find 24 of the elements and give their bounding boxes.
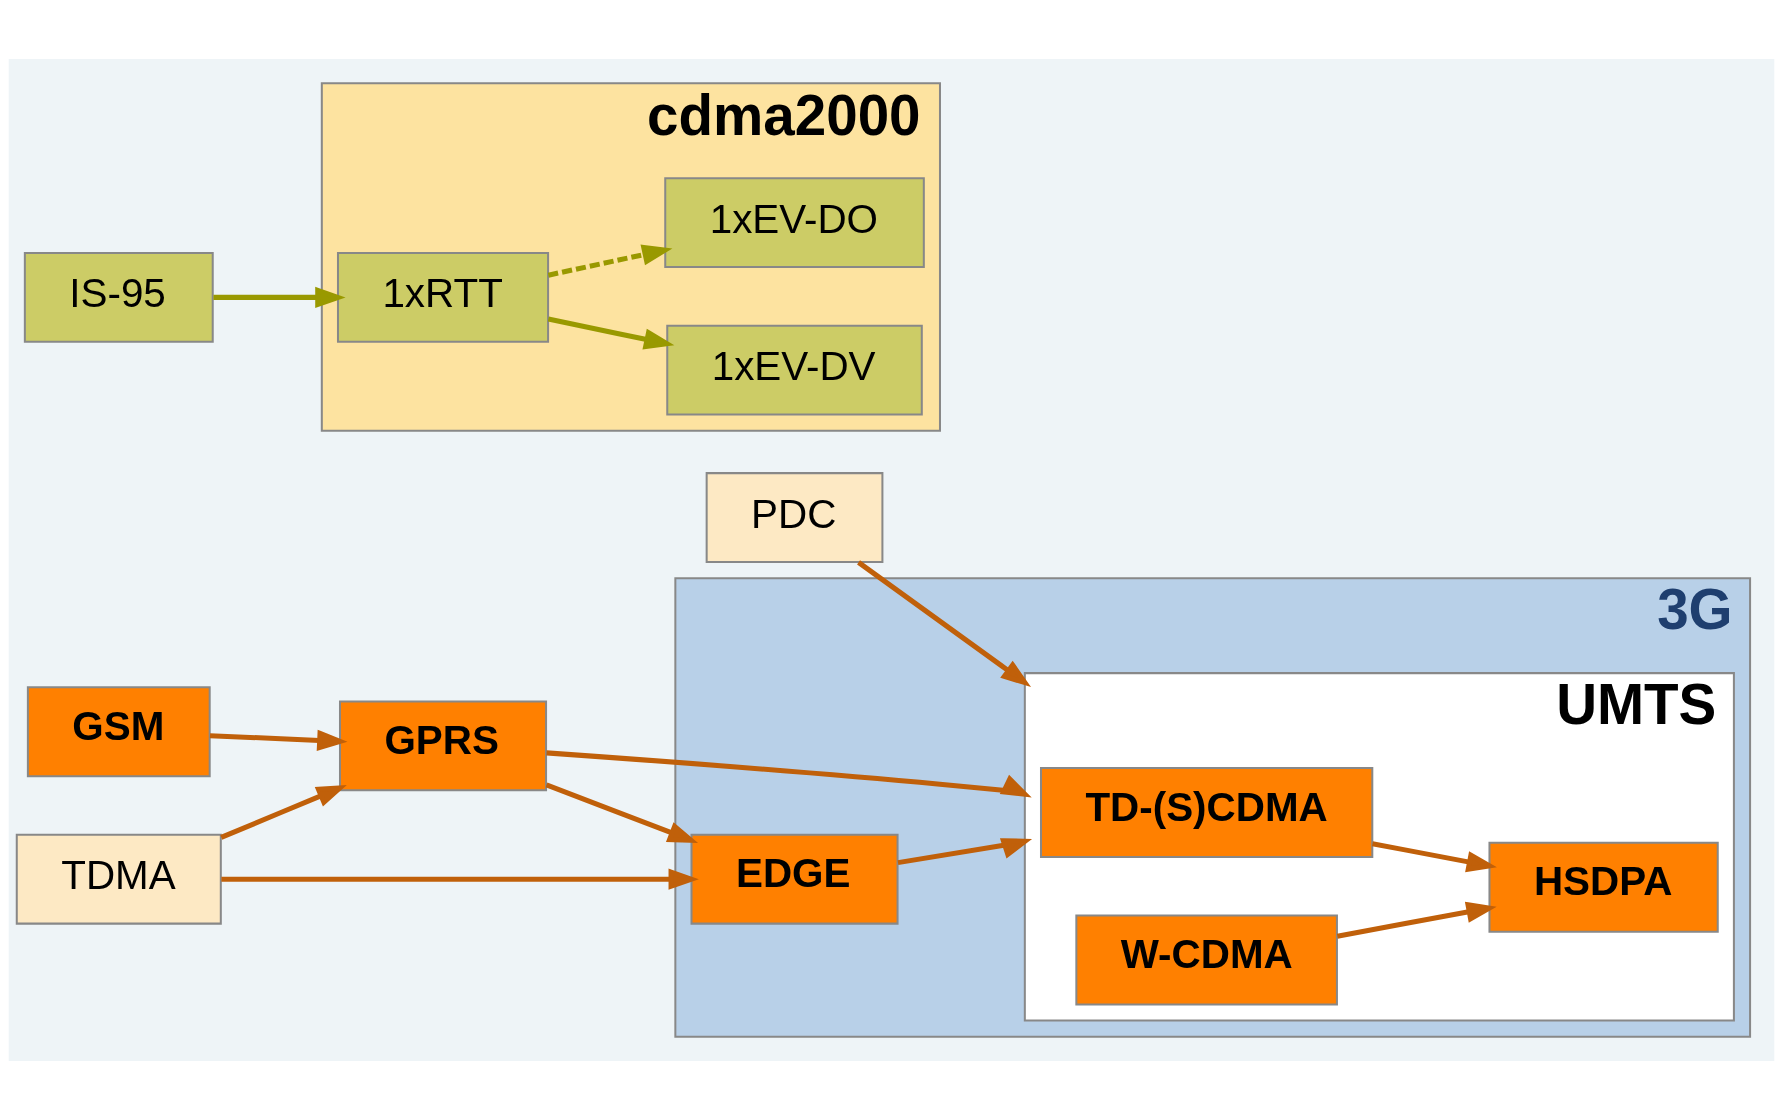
- arrow: [547, 243, 673, 278]
- node-box: EDGE: [690, 833, 899, 925]
- node-box: 1xEV-DO: [664, 176, 925, 268]
- arrow: [547, 316, 675, 350]
- node-box: 1xEV-DV: [666, 324, 923, 416]
- node-box: IS-95: [23, 251, 214, 343]
- arrow: [209, 729, 348, 751]
- node-box: W-CDMA: [1075, 914, 1338, 1005]
- node-box: HSDPA: [1488, 841, 1719, 933]
- arrow: [1372, 840, 1497, 872]
- node-box: GPRS: [339, 699, 548, 791]
- arrow: [546, 749, 1032, 798]
- arrow: [545, 781, 699, 843]
- arrow: [897, 837, 1033, 865]
- arrow: [221, 868, 699, 890]
- arrow: [857, 559, 1032, 687]
- arrow: [1336, 901, 1497, 939]
- node-box: TDMA: [15, 833, 222, 925]
- arrow: [213, 286, 346, 308]
- node-box: GSM: [26, 685, 211, 777]
- node-box: TD-(S)CDMA: [1040, 766, 1374, 858]
- node-box: PDC: [705, 471, 884, 563]
- arrow: [220, 784, 347, 840]
- node-box: 1xRTT: [336, 251, 550, 343]
